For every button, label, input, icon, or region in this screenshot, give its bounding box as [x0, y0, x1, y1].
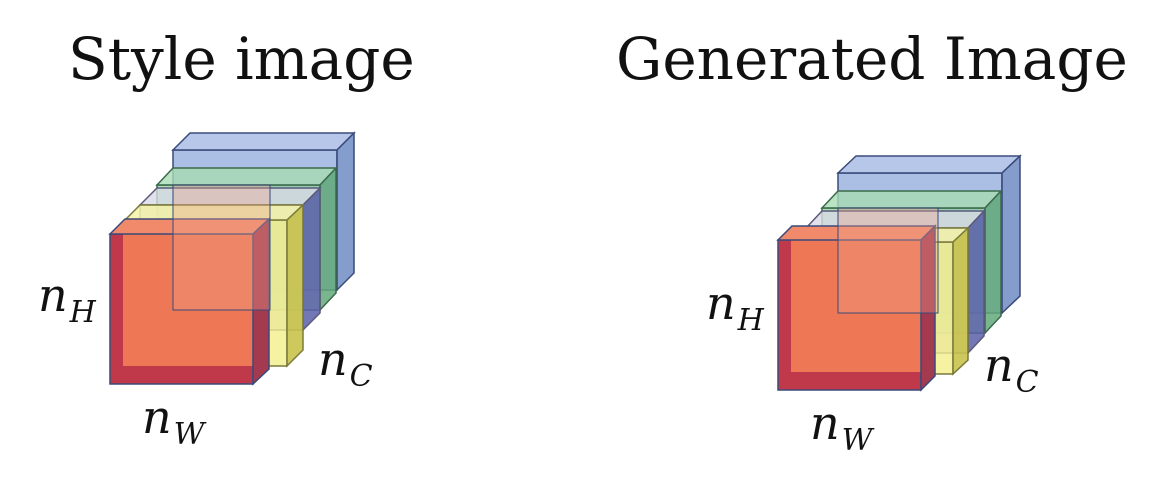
generated-feature-volume — [776, 154, 1022, 392]
generated-image-panel: Generated Image — [560, 0, 1176, 482]
channel-layer-front — [776, 224, 937, 392]
width-label: nW — [142, 390, 205, 452]
channel-layer-front — [108, 217, 271, 386]
generated-image-title: Generated Image — [616, 25, 1128, 93]
channels-label: nC — [984, 338, 1039, 400]
style-image-title: Style image — [68, 25, 415, 93]
channels-label: nC — [318, 332, 373, 394]
width-label: nW — [810, 396, 873, 458]
style-image-panel: Style image — [0, 0, 560, 482]
style-feature-volume — [108, 131, 356, 386]
height-label: nH — [38, 268, 96, 330]
height-label: nH — [706, 276, 764, 338]
